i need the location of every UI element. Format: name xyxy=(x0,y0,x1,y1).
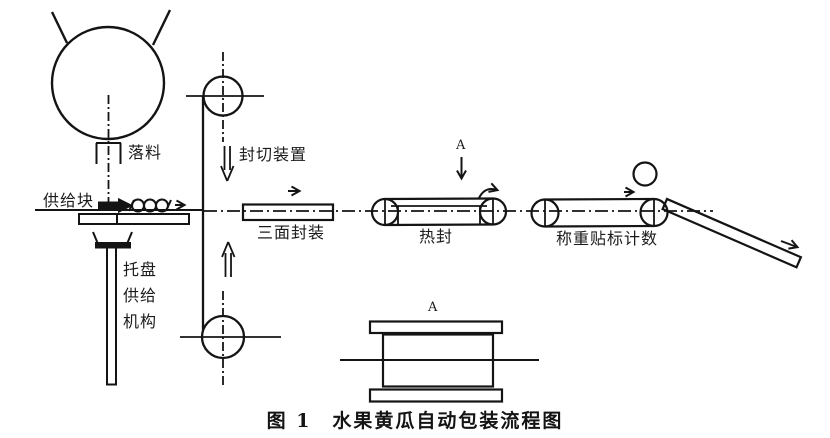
feed-arrow-down-icon xyxy=(220,146,235,182)
hopper-bowl xyxy=(50,25,166,141)
label-three-side-seal: 三面封装 xyxy=(257,223,326,242)
feed-arrow-up-icon xyxy=(221,241,236,277)
belt-top-line xyxy=(384,197,494,201)
labeler-roller xyxy=(632,161,658,187)
pusher-arrow xyxy=(118,197,134,214)
section-a-detail-view xyxy=(340,320,539,403)
discharge-arrow-icon xyxy=(780,239,800,250)
hopper xyxy=(50,9,172,204)
weigh-label-conveyor xyxy=(530,161,669,228)
section-detail-mark-a: A xyxy=(428,300,438,315)
detail-bottom-plate xyxy=(368,388,504,403)
film-slash-right xyxy=(165,199,172,212)
label-tray-feeder: 托盘 供给 机构 xyxy=(123,260,158,331)
supply-table xyxy=(78,213,190,225)
pusher-block xyxy=(98,201,121,209)
figure-caption: 图 1 水果黄瓜自动包装流程图 xyxy=(266,410,564,432)
film-web-unit xyxy=(180,52,281,388)
belt-bottom-line xyxy=(384,223,494,227)
rotation-arrow-icon xyxy=(478,182,500,199)
label-drop-feed: 落料 xyxy=(128,143,163,162)
three-side-seal-station xyxy=(241,185,335,222)
hopper-right-arm xyxy=(151,9,172,46)
section-mark-a: A xyxy=(456,138,466,153)
discharge-chute xyxy=(661,197,803,269)
hopper-left-arm xyxy=(50,11,69,44)
label-seal-cut-device: 封切装置 xyxy=(239,145,308,164)
hopper-neck xyxy=(95,142,122,164)
label-weigh-label-count: 称重贴标计数 xyxy=(556,229,659,248)
heat-seal-conveyor xyxy=(370,157,508,227)
belt-bottom-line xyxy=(544,224,655,228)
belt-top-line xyxy=(544,197,655,201)
label-heat-seal: 热封 xyxy=(419,227,454,246)
tray-feeder-mechanism xyxy=(92,231,133,386)
label-supply-block: 供给块 xyxy=(43,191,95,210)
three-side-seal-bar xyxy=(241,203,335,222)
seal-cut-feed-arrows xyxy=(220,146,236,277)
chute-body xyxy=(661,197,803,269)
detail-top-plate xyxy=(368,320,504,335)
supply-block-station xyxy=(78,197,190,225)
tray-column xyxy=(106,246,117,386)
